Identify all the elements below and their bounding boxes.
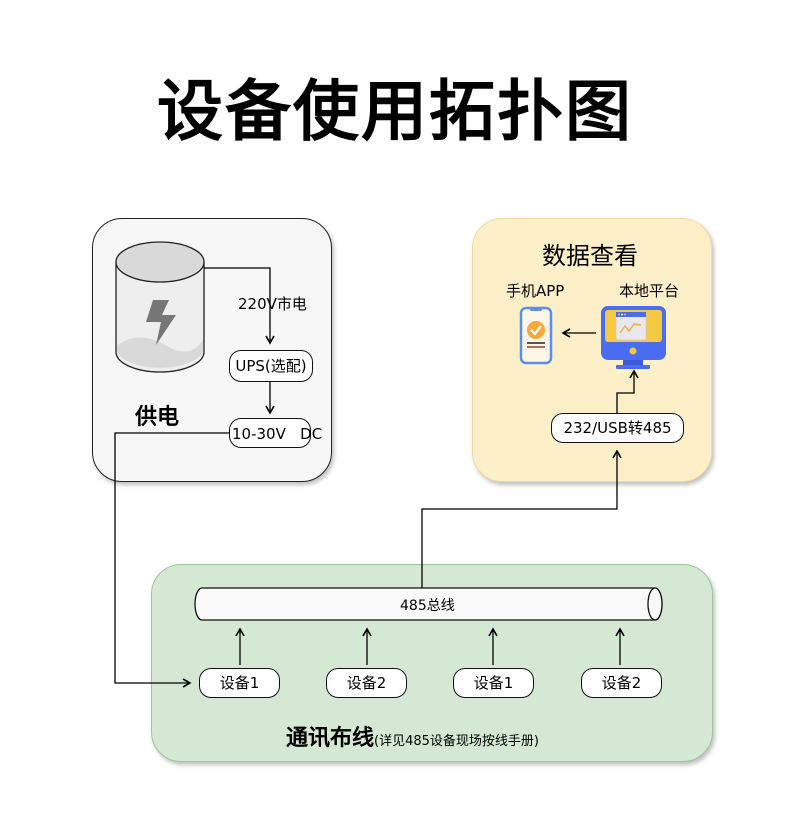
comm-wiring-label: 通讯布线 (286, 726, 375, 751)
device-node[interactable]: 设备1 (199, 668, 280, 698)
monitor-chart-icon (601, 306, 666, 369)
wire-dc-to-device (114, 432, 230, 688)
wire-mains-to-ups (204, 267, 275, 345)
mobile-app-label: 手机APP (506, 282, 565, 300)
smartphone-check-icon (519, 306, 553, 365)
rs485-bus-label: 485总线 (400, 598, 455, 614)
wire-bus-to-converter (421, 449, 622, 588)
rs485-bus-cylinder (194, 587, 663, 621)
lightning-cylinder-icon (115, 241, 205, 373)
ups-node[interactable]: UPS(选配) (229, 350, 313, 382)
converter-node[interactable]: 232/USB转485 (551, 413, 684, 443)
comm-wiring-caption: 通讯布线(详见485设备现场按线手册) (286, 720, 539, 752)
data-view-label: 数据查看 (542, 242, 638, 270)
wire-converter-to-platform (616, 369, 639, 413)
device-node[interactable]: 设备2 (326, 668, 407, 698)
mains-power-label: 220V市电 (238, 295, 307, 313)
device-node[interactable]: 设备1 (453, 668, 534, 698)
page-title: 设备使用拓扑图 (157, 73, 633, 150)
local-platform-label: 本地平台 (619, 282, 680, 300)
comm-wiring-note: (详见485设备现场按线手册) (374, 734, 539, 749)
device-node[interactable]: 设备2 (581, 668, 662, 698)
dc-supply-node[interactable]: 10-30V DC (229, 418, 322, 448)
power-supply-label: 供电 (135, 405, 180, 430)
